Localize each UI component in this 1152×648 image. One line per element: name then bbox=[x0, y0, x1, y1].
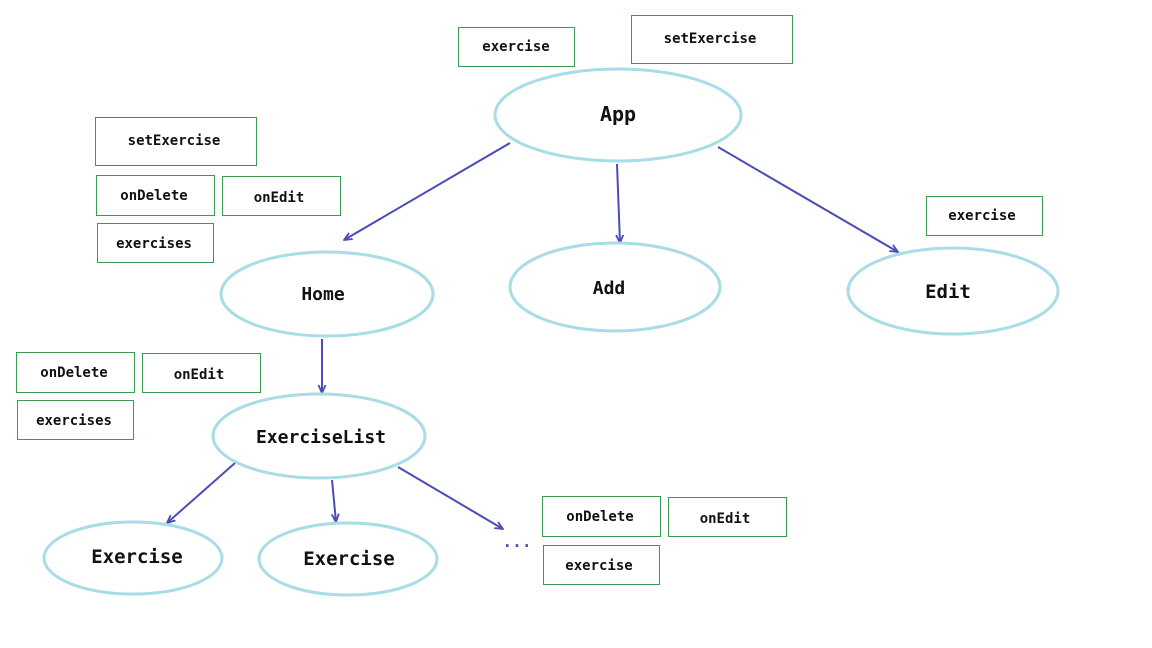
prop-box-home-exercises: exercises bbox=[97, 223, 214, 263]
prop-label: onDelete bbox=[566, 509, 633, 525]
edge-app-to-home bbox=[344, 142, 511, 240]
prop-box-exercise-exercise: exercise bbox=[543, 545, 660, 585]
prop-box-exerciselist-ondelete: onDelete bbox=[16, 352, 135, 393]
node-app-label: App bbox=[600, 102, 636, 126]
prop-box-edit-exercise: exercise bbox=[926, 196, 1043, 236]
edit-props: exercise bbox=[926, 196, 1043, 236]
node-exerciselist: ExerciseList bbox=[211, 392, 427, 480]
node-exercise-2-label: Exercise bbox=[303, 548, 395, 570]
prop-label: exercises bbox=[36, 413, 112, 429]
edge-exerciselist-to-exercise-1 bbox=[167, 462, 236, 523]
prop-box-home-setexercise: setExercise bbox=[95, 117, 257, 166]
prop-label: onEdit bbox=[700, 511, 751, 527]
prop-label: exercise bbox=[482, 39, 549, 55]
edges bbox=[167, 142, 898, 529]
prop-box-app-setexercise: setExercise bbox=[631, 15, 793, 64]
prop-box-exerciselist-exercises: exercises bbox=[17, 400, 134, 440]
prop-label: exercise bbox=[565, 558, 632, 574]
edge-exerciselist-to-ellipsis bbox=[397, 466, 503, 529]
node-exercise-1: Exercise bbox=[42, 520, 224, 596]
node-home-shape bbox=[219, 250, 435, 338]
node-exercise-2: Exercise bbox=[257, 521, 439, 597]
prop-label: exercise bbox=[948, 208, 1015, 224]
node-edit-shape bbox=[846, 246, 1060, 336]
more-exercises-props: onDelete onEdit exercise bbox=[542, 496, 787, 585]
home-props: setExercise onDelete onEdit exercises bbox=[95, 117, 341, 263]
nodes: App Home Add Edit ExerciseList Exercise bbox=[42, 67, 1060, 597]
prop-label: exercises bbox=[116, 236, 192, 252]
node-app: App bbox=[493, 67, 743, 163]
edge-exerciselist-to-exercise-2 bbox=[332, 479, 336, 522]
prop-boxes: exercise setExercise setExercise onDelet… bbox=[16, 15, 1043, 585]
prop-box-home-onedit: onEdit bbox=[222, 176, 341, 216]
prop-label: onDelete bbox=[40, 365, 107, 381]
node-exercise-2-shape bbox=[257, 521, 439, 597]
node-home: Home bbox=[219, 250, 435, 338]
prop-box-app-exercise: exercise bbox=[458, 27, 575, 67]
prop-label: setExercise bbox=[128, 133, 221, 149]
prop-label: onDelete bbox=[120, 188, 187, 204]
node-exerciselist-shape bbox=[211, 392, 427, 480]
prop-box-exerciselist-onedit: onEdit bbox=[142, 353, 261, 393]
node-add-label: Add bbox=[593, 278, 626, 299]
prop-box-exercise-onedit: onEdit bbox=[668, 497, 787, 537]
edge-app-to-edit bbox=[717, 146, 898, 252]
exerciselist-props: onDelete onEdit exercises bbox=[16, 352, 261, 440]
app-props: exercise setExercise bbox=[458, 15, 793, 67]
node-app-shape bbox=[493, 67, 743, 163]
node-exerciselist-label: ExerciseList bbox=[256, 427, 386, 448]
node-edit: Edit bbox=[846, 246, 1060, 336]
node-edit-label: Edit bbox=[925, 281, 971, 303]
prop-label: setExercise bbox=[664, 31, 757, 47]
prop-label: onEdit bbox=[174, 367, 225, 383]
node-home-label: Home bbox=[301, 284, 345, 305]
prop-box-home-ondelete: onDelete bbox=[96, 175, 215, 216]
node-exercise-1-label: Exercise bbox=[91, 546, 183, 568]
edge-app-to-add bbox=[617, 163, 620, 243]
node-add: Add bbox=[508, 241, 722, 333]
more-exercises-ellipsis: ... bbox=[503, 532, 532, 551]
prop-label: onEdit bbox=[254, 190, 305, 206]
node-add-shape bbox=[508, 241, 722, 333]
node-exercise-1-shape bbox=[42, 520, 224, 596]
prop-box-exercise-ondelete: onDelete bbox=[542, 496, 661, 537]
